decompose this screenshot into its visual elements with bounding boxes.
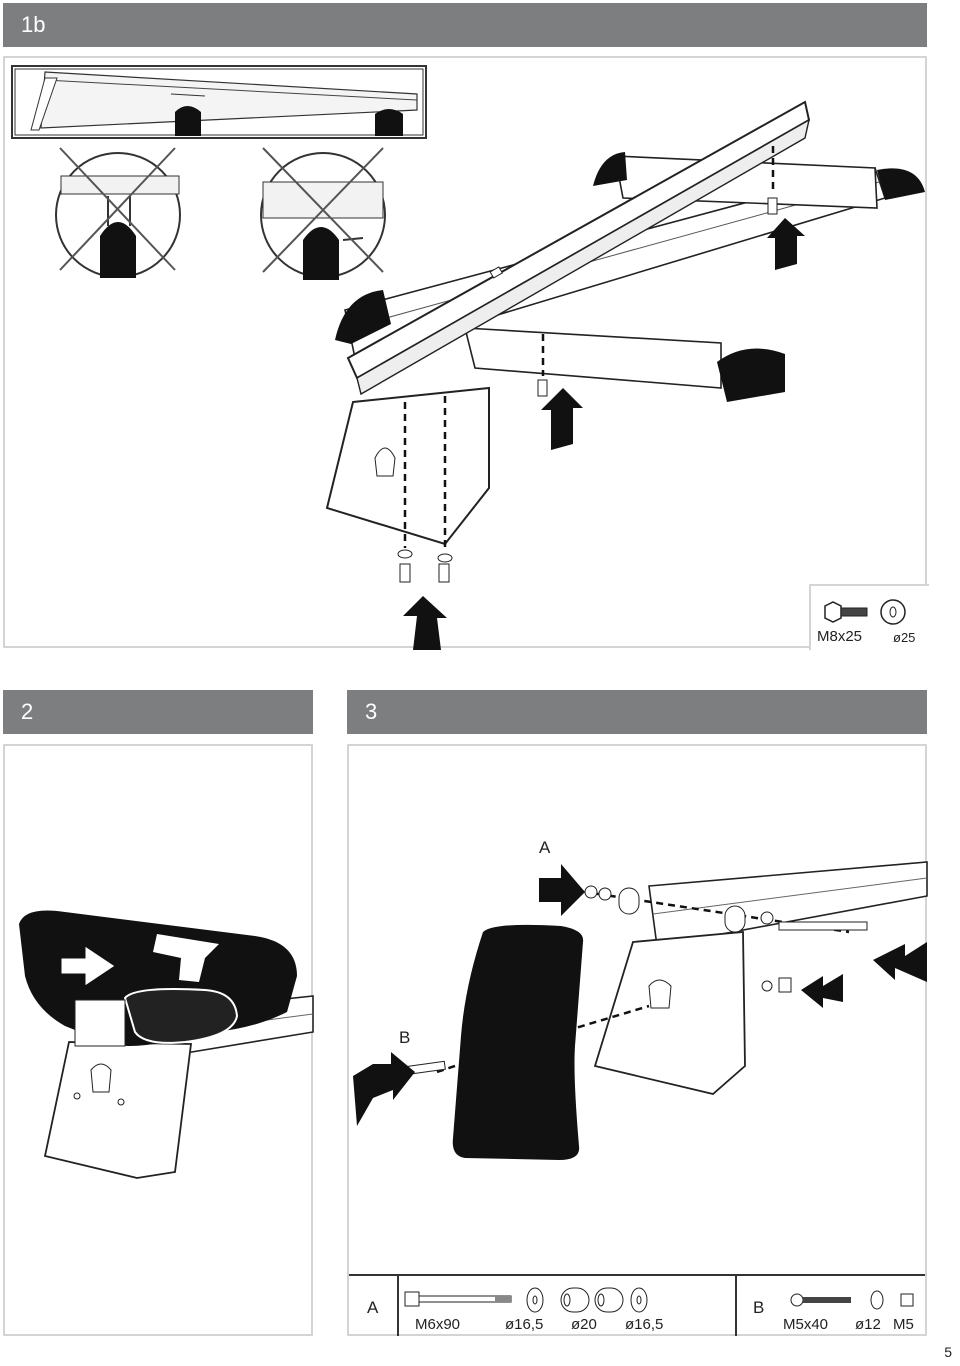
parts-b-bolt-label: M5x40 bbox=[783, 1316, 829, 1333]
right-arrow-icon bbox=[60, 945, 116, 987]
right-arrow-icon bbox=[353, 1052, 415, 1126]
step-3-illustration bbox=[353, 861, 928, 1160]
bolt-size-label: M8x25 bbox=[817, 628, 863, 645]
spacer-icon bbox=[560, 1287, 590, 1313]
correct-position-inset bbox=[11, 65, 427, 139]
parts-a-washer2-label: ø16,5 bbox=[625, 1316, 664, 1333]
nut-icon bbox=[900, 1293, 914, 1307]
step-number: 2 bbox=[21, 699, 34, 724]
hardware-a bbox=[584, 885, 868, 933]
wrong-position-2 bbox=[260, 147, 386, 280]
washer-icon bbox=[630, 1287, 648, 1313]
wrong-position-1 bbox=[55, 147, 181, 278]
callout-a: A bbox=[539, 838, 551, 857]
step-1b-illustration bbox=[11, 65, 925, 650]
callout-b: B bbox=[399, 1028, 411, 1047]
parts-b-group: B M5x40 ø12 M5 bbox=[735, 1276, 927, 1336]
washer-icon bbox=[526, 1287, 544, 1313]
step-number: 1b bbox=[21, 12, 46, 37]
step-1b-header: 1b bbox=[3, 3, 927, 47]
arrow-icons bbox=[403, 218, 805, 650]
spacer-icon bbox=[594, 1287, 624, 1313]
left-arrow-icon bbox=[873, 942, 927, 982]
hardware-icons bbox=[824, 599, 906, 625]
roof-bar-assembly bbox=[325, 100, 925, 548]
step-3-panel: A B A M6x90 ø16,5 ø20 ø16,5 B bbox=[347, 744, 928, 1336]
bolts-group bbox=[397, 197, 778, 583]
page-number: 5 bbox=[944, 1344, 952, 1360]
left-arrow-icon bbox=[801, 974, 843, 1008]
step-1b-panel: M8x25 ø25 bbox=[3, 56, 929, 650]
step-2-illustration bbox=[19, 910, 314, 1179]
parts-b-icons bbox=[790, 1290, 914, 1310]
washer-icon bbox=[880, 599, 906, 625]
step-2-panel bbox=[3, 744, 314, 1336]
up-arrow-icon bbox=[541, 388, 583, 450]
hardware-b bbox=[404, 977, 792, 1076]
parts-b-label: B bbox=[753, 1298, 765, 1317]
bolt-icon bbox=[404, 1291, 512, 1307]
step-3-header: 3 bbox=[347, 690, 927, 734]
parts-a-bolt-label: M6x90 bbox=[415, 1316, 461, 1333]
parts-b-nut-label: M5 bbox=[893, 1316, 914, 1333]
up-arrow-icon bbox=[767, 218, 805, 270]
parts-a-spacer-label: ø20 bbox=[571, 1316, 597, 1333]
up-arrow-icon bbox=[403, 596, 447, 650]
parts-legend: A M6x90 ø16,5 ø20 ø16,5 B M5x40 ø12 bbox=[349, 1274, 925, 1336]
parts-a-group: A M6x90 ø16,5 ø20 ø16,5 bbox=[349, 1276, 735, 1336]
parts-a-label-cell: A bbox=[349, 1276, 399, 1336]
hardware-inset: M8x25 ø25 bbox=[809, 584, 929, 650]
step-2-header: 2 bbox=[3, 690, 313, 734]
washer-size-label: ø25 bbox=[893, 630, 916, 645]
slider-cap bbox=[153, 934, 219, 982]
bolt-icon bbox=[790, 1293, 851, 1307]
parts-a-icons bbox=[404, 1287, 648, 1313]
parts-a-washer-label: ø16,5 bbox=[505, 1316, 544, 1333]
parts-b-washer-label: ø12 bbox=[855, 1316, 881, 1333]
end-cap-rubber bbox=[452, 924, 584, 1160]
right-arrow-icon bbox=[539, 864, 585, 916]
step-number: 3 bbox=[365, 699, 378, 724]
bolt-icon bbox=[824, 601, 868, 623]
washer-icon bbox=[870, 1290, 884, 1310]
arrow-icons bbox=[353, 864, 927, 1126]
parts-a-label: A bbox=[367, 1298, 379, 1317]
